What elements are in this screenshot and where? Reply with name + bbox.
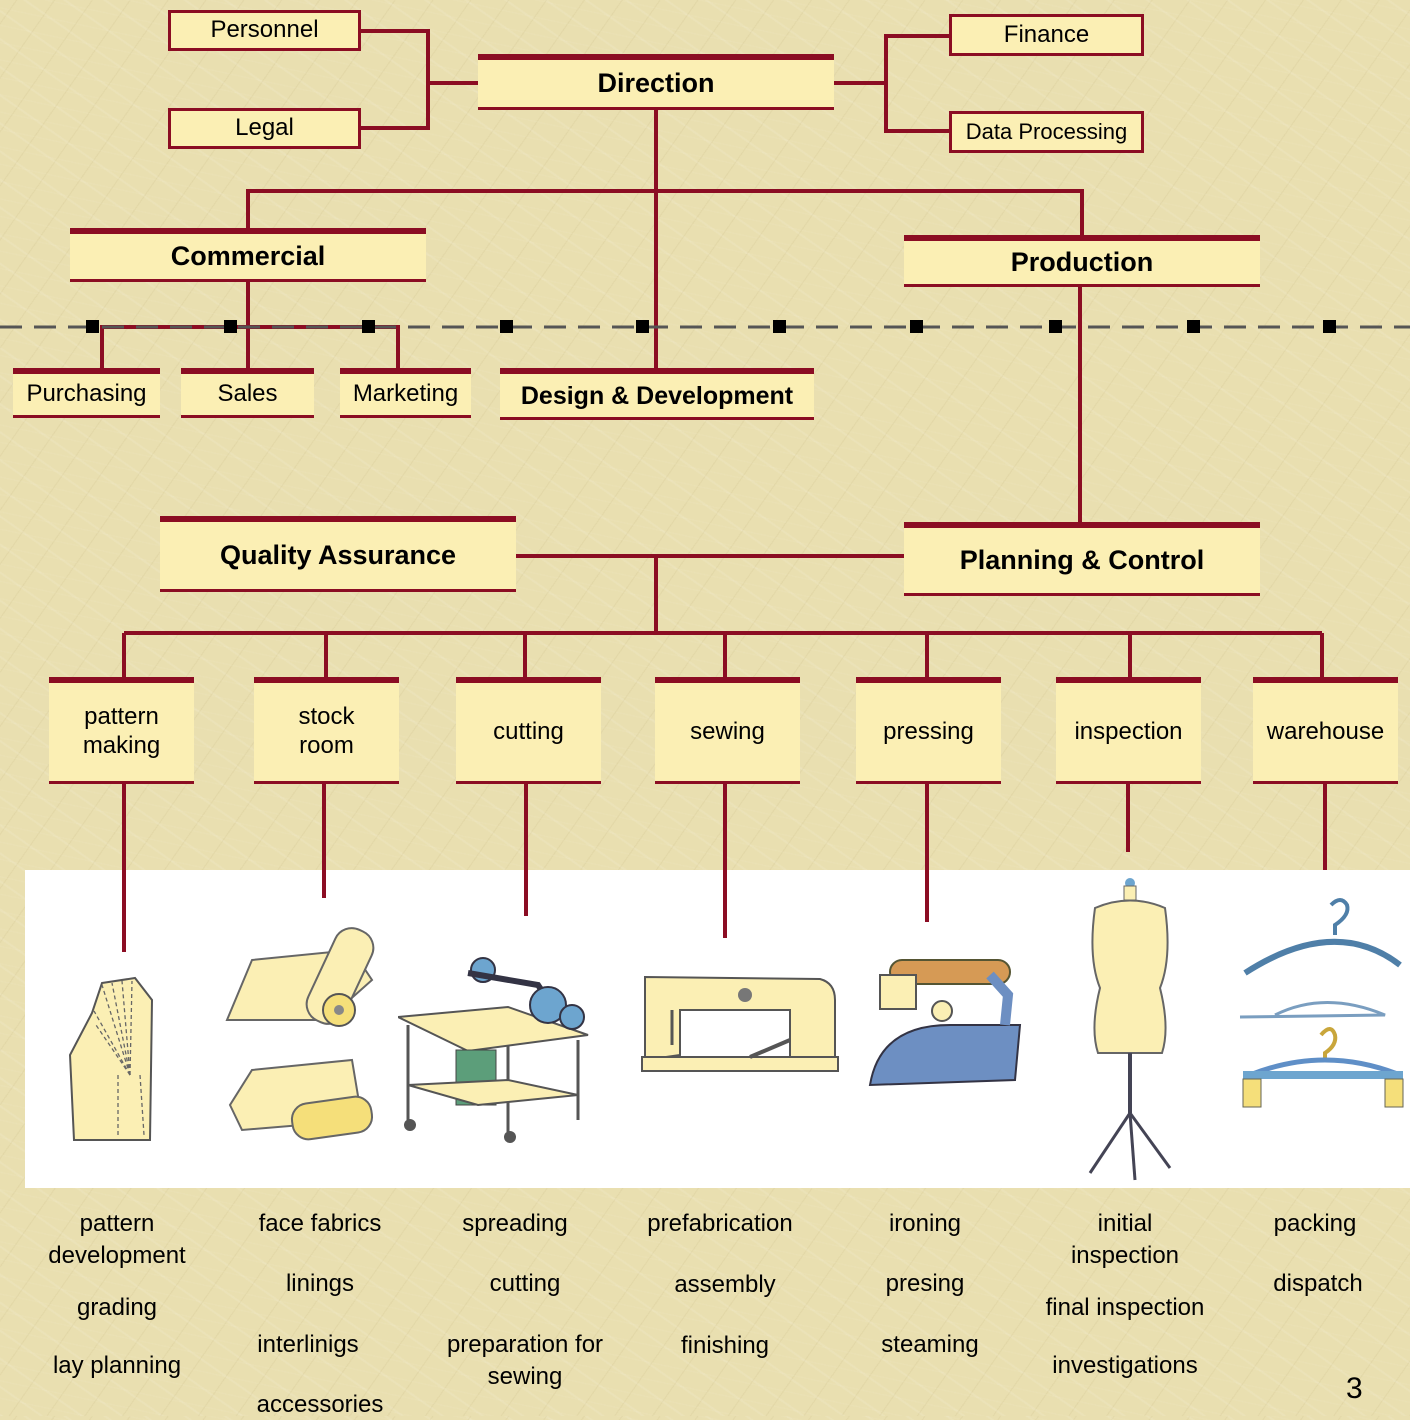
direction-box: Direction (478, 54, 834, 110)
purchasing-label: Purchasing (26, 380, 147, 408)
dept-label: inspection (1074, 717, 1183, 745)
dept-stock-room: stock room (254, 677, 399, 784)
marketing-label: Marketing (352, 380, 459, 408)
task-item: dispatch (1273, 1270, 1363, 1297)
task-item: steaming (881, 1331, 979, 1358)
personnel-label: Personnel (210, 16, 319, 44)
task-item: face fabrics (258, 1210, 382, 1237)
planning-control-label: Planning & Control (959, 545, 1205, 576)
dept-cutting: cutting (456, 677, 601, 784)
marketing-box: Marketing (340, 368, 471, 418)
task-item: investigations (1052, 1352, 1198, 1379)
task-item: pattern development (48, 1210, 186, 1269)
task-item: presing (885, 1270, 965, 1297)
sales-box: Sales (181, 368, 314, 418)
dept-label: sewing (690, 717, 765, 745)
task-item: initial inspection (1070, 1210, 1180, 1269)
task-item: linings (285, 1270, 355, 1297)
data-processing-label: Data Processing (965, 118, 1128, 144)
task-item: packing (1273, 1210, 1357, 1237)
dept-label: pressing (883, 717, 974, 745)
legal-label: Legal (235, 114, 294, 142)
task-item: interlinigs (257, 1331, 359, 1358)
dept-label: warehouse (1266, 717, 1385, 745)
quality-assurance-box: Quality Assurance (160, 516, 516, 592)
dept-label: stock room (298, 703, 355, 759)
task-item: ironing (888, 1210, 962, 1237)
planning-control-box: Planning & Control (904, 522, 1260, 596)
production-label: Production (1010, 247, 1154, 278)
purchasing-box: Purchasing (13, 368, 160, 418)
production-box: Production (904, 235, 1260, 287)
task-item: lay planning (52, 1352, 182, 1379)
finance-box: Finance (949, 14, 1144, 56)
direction-label: Direction (597, 68, 715, 99)
personnel-box: Personnel (168, 10, 361, 51)
pattern-pieces-icon (68, 976, 154, 1141)
dept-pattern-making: pattern making (49, 677, 194, 784)
task-item: finishing (680, 1332, 770, 1359)
dept-pressing: pressing (856, 677, 1001, 784)
data-processing-box: Data Processing (949, 111, 1144, 153)
fabric-rolls-icon (225, 927, 375, 1141)
dept-label: cutting (493, 717, 564, 745)
task-item: spreading (462, 1210, 568, 1237)
sewing-machine-icon (641, 975, 839, 1072)
legal-box: Legal (168, 108, 361, 149)
dept-sewing: sewing (655, 677, 800, 784)
clothes-hangers-icon (1239, 898, 1404, 1108)
design-development-box: Design & Development (500, 368, 814, 420)
design-development-label: Design & Development (520, 381, 794, 410)
task-item: cutting (489, 1270, 561, 1297)
steam-iron-icon (868, 959, 1022, 1087)
dress-form-icon (1088, 878, 1172, 1181)
equipment-illustration-strip (25, 870, 1410, 1188)
task-item: preparation for sewing (446, 1331, 604, 1390)
page-number: 3 (1346, 1372, 1363, 1405)
commercial-label: Commercial (170, 241, 326, 272)
sales-label: Sales (217, 380, 278, 408)
dept-inspection: inspection (1056, 677, 1201, 784)
task-item: final inspection (1045, 1294, 1205, 1321)
task-item: assembly (674, 1271, 776, 1298)
task-item: accessories (256, 1391, 384, 1418)
commercial-box: Commercial (70, 228, 426, 282)
dept-warehouse: warehouse (1253, 677, 1398, 784)
quality-assurance-label: Quality Assurance (219, 540, 457, 571)
dept-label: pattern making (82, 703, 161, 759)
cutting-machine-icon (398, 957, 589, 1143)
finance-label: Finance (1003, 20, 1090, 48)
task-item: prefabrication (647, 1210, 793, 1237)
task-item: grading (76, 1294, 158, 1321)
